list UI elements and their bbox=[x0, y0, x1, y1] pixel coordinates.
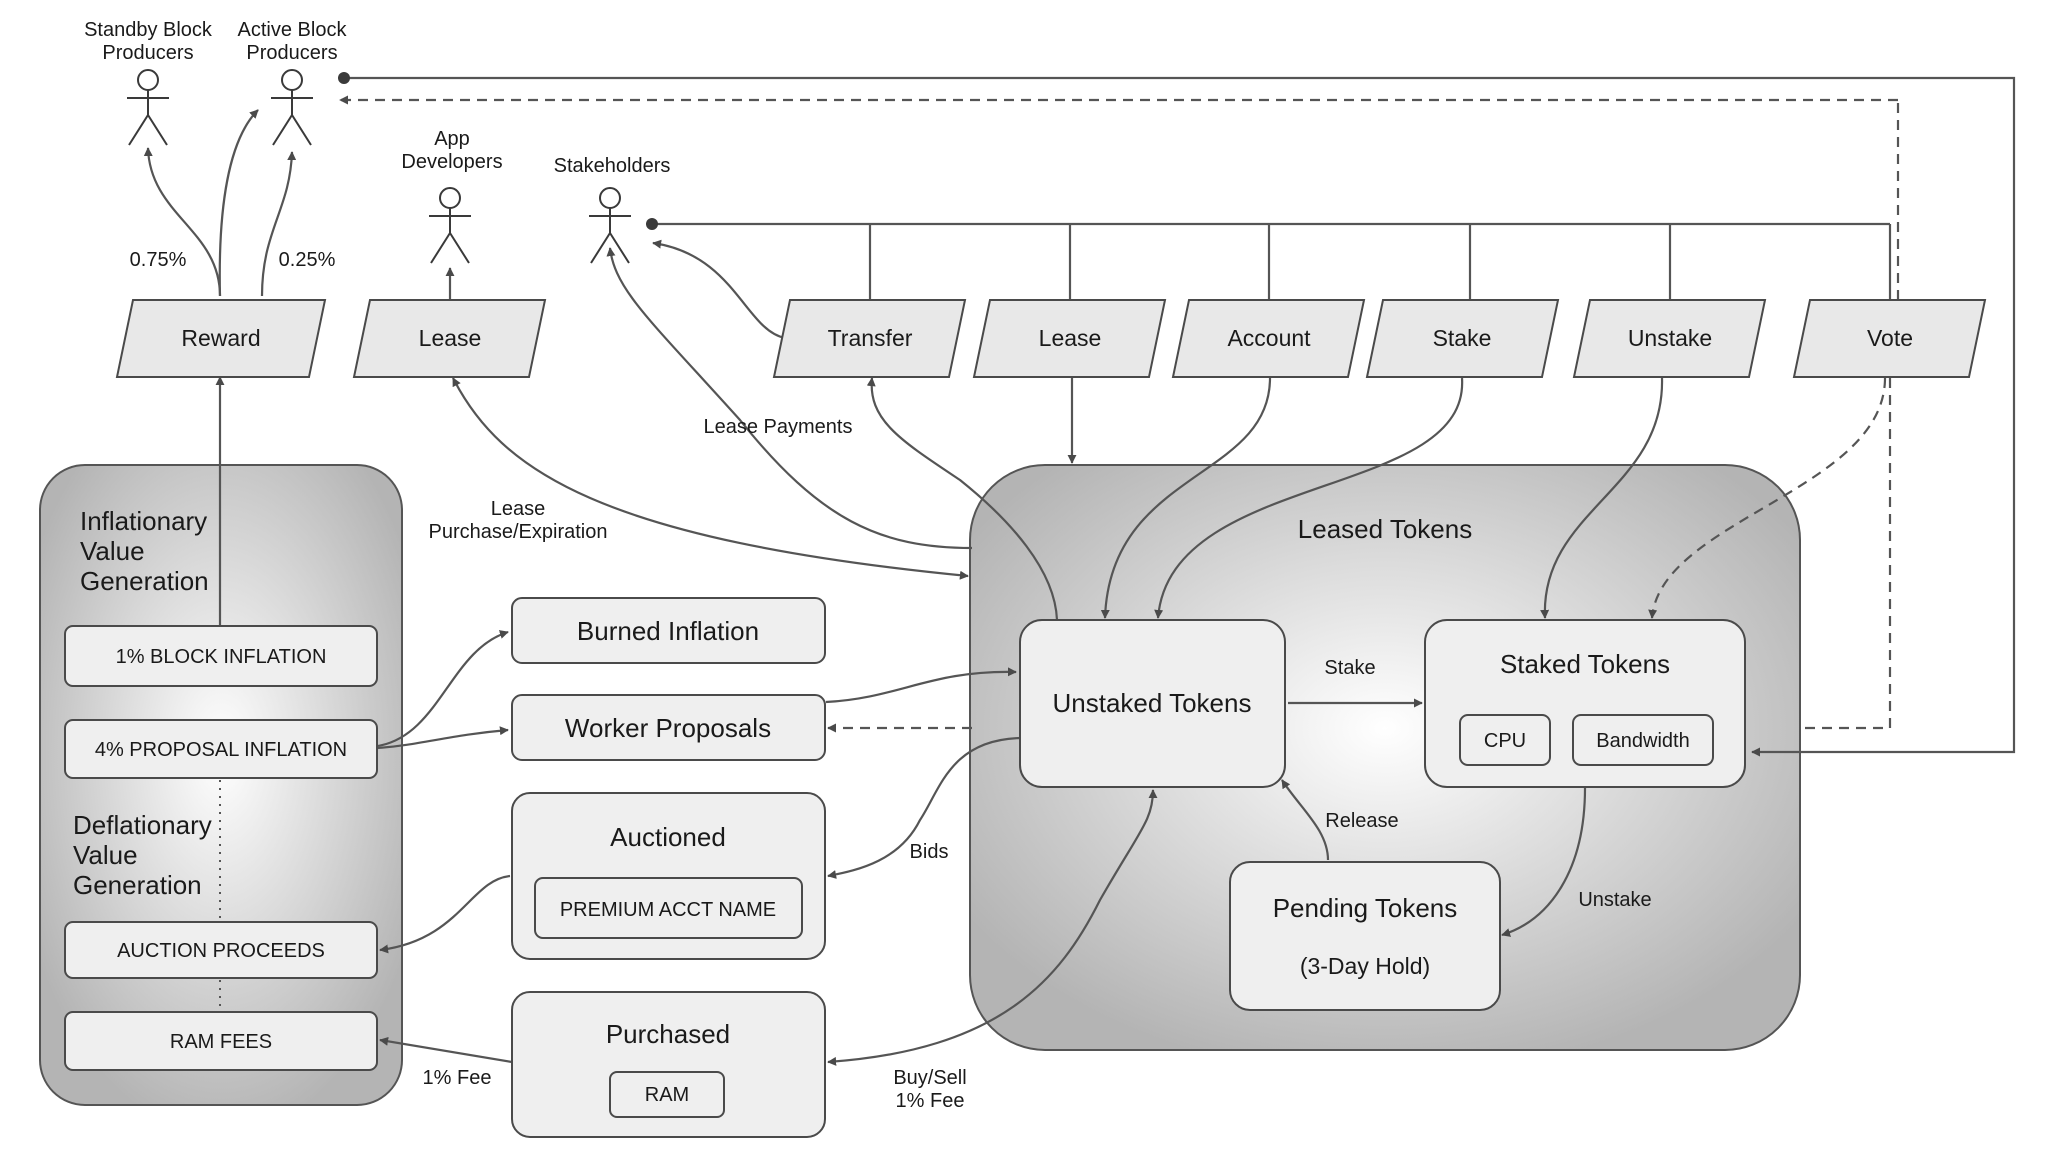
auction-proceeds-box: AUCTION PROCEEDS bbox=[64, 921, 378, 979]
action-transfer: Transfer bbox=[772, 299, 967, 378]
stick-figure-icon bbox=[429, 187, 471, 264]
action-lease-left: Lease bbox=[352, 299, 547, 378]
svg-text:PREMIUM ACCT NAME: PREMIUM ACCT NAME bbox=[560, 899, 776, 921]
svg-text:AUCTION PROCEEDS: AUCTION PROCEEDS bbox=[117, 940, 325, 962]
edge-label-standby-pct: 0.75% bbox=[130, 249, 187, 271]
edge-label-unstake: Unstake bbox=[1578, 889, 1651, 911]
pending-tokens-box: Pending Tokens (3-Day Hold) bbox=[1229, 861, 1501, 1011]
ram-box bbox=[609, 1071, 725, 1118]
svg-text:Lease: Lease bbox=[1039, 325, 1102, 351]
svg-text:Stake: Stake bbox=[1433, 325, 1492, 351]
svg-text:RAM: RAM bbox=[645, 1084, 689, 1106]
cpu-box bbox=[1459, 714, 1551, 766]
edge-label-lease-payments: Lease Payments bbox=[704, 416, 853, 438]
svg-text:Reward: Reward bbox=[181, 325, 260, 351]
svg-text:Auctioned: Auctioned bbox=[610, 822, 726, 852]
svg-text:Bandwidth: Bandwidth bbox=[1596, 730, 1689, 752]
action-stake: Stake bbox=[1365, 299, 1560, 378]
svg-text:CPU: CPU bbox=[1484, 730, 1526, 752]
svg-text:Vote: Vote bbox=[1867, 325, 1913, 351]
block-inflation-box: 1% BLOCK INFLATION bbox=[64, 625, 378, 687]
actor-stakeholders: Stakeholders bbox=[554, 155, 671, 264]
action-unstake: Unstake bbox=[1572, 299, 1767, 378]
edge-label-fee: 1% Fee bbox=[423, 1067, 492, 1089]
auctioned-box: Auctioned PREMIUM ACCT NAME bbox=[511, 792, 826, 960]
svg-text:(3-Day Hold): (3-Day Hold) bbox=[1300, 953, 1430, 979]
actor-label: Stakeholders bbox=[554, 155, 671, 177]
premium-acct-name-box bbox=[534, 877, 803, 939]
svg-text:Worker Proposals: Worker Proposals bbox=[565, 713, 771, 743]
svg-text:Unstaked Tokens: Unstaked Tokens bbox=[1053, 688, 1252, 718]
ram-fees-box: RAM FEES bbox=[64, 1011, 378, 1071]
svg-text:Transfer: Transfer bbox=[828, 325, 913, 351]
svg-text:Burned Inflation: Burned Inflation bbox=[577, 616, 759, 646]
svg-text:Purchased: Purchased bbox=[606, 1019, 730, 1049]
svg-text:Lease: Lease bbox=[419, 325, 482, 351]
stick-figure-icon bbox=[127, 69, 169, 146]
action-reward: Reward bbox=[115, 299, 327, 378]
burned-inflation-box: Burned Inflation bbox=[511, 597, 826, 664]
svg-text:Staked Tokens: Staked Tokens bbox=[1500, 649, 1670, 679]
proposal-inflation-box: 4% PROPOSAL INFLATION bbox=[64, 719, 378, 779]
leased-tokens-title: Leased Tokens bbox=[1298, 514, 1472, 544]
unstaked-tokens-box: Unstaked Tokens bbox=[1019, 619, 1286, 788]
stick-figure-icon bbox=[271, 69, 313, 146]
svg-text:Account: Account bbox=[1227, 325, 1311, 351]
svg-text:1% BLOCK INFLATION: 1% BLOCK INFLATION bbox=[116, 646, 327, 668]
worker-proposals-box: Worker Proposals bbox=[511, 694, 826, 761]
action-account: Account bbox=[1171, 299, 1366, 378]
svg-text:4% PROPOSAL INFLATION: 4% PROPOSAL INFLATION bbox=[95, 739, 347, 761]
action-vote: Vote bbox=[1792, 299, 1987, 378]
connectors bbox=[143, 72, 2016, 1066]
edge-label-release: Release bbox=[1325, 810, 1398, 832]
edge-label-active-pct: 0.25% bbox=[279, 249, 336, 271]
action-lease: Lease bbox=[972, 299, 1167, 378]
leased-tokens-panel bbox=[969, 464, 1801, 1051]
stick-figure-icon bbox=[589, 187, 631, 264]
purchased-box: Purchased RAM bbox=[511, 991, 826, 1138]
edge-label-stake: Stake bbox=[1324, 657, 1375, 679]
svg-text:Pending Tokens: Pending Tokens bbox=[1273, 893, 1458, 923]
svg-text:RAM FEES: RAM FEES bbox=[170, 1031, 272, 1053]
bandwidth-box bbox=[1572, 714, 1714, 766]
edge-label-bids: Bids bbox=[910, 841, 949, 863]
staked-tokens-box: Staked Tokens CPU Bandwidth bbox=[1424, 619, 1746, 788]
svg-text:Unstake: Unstake bbox=[1628, 325, 1712, 351]
